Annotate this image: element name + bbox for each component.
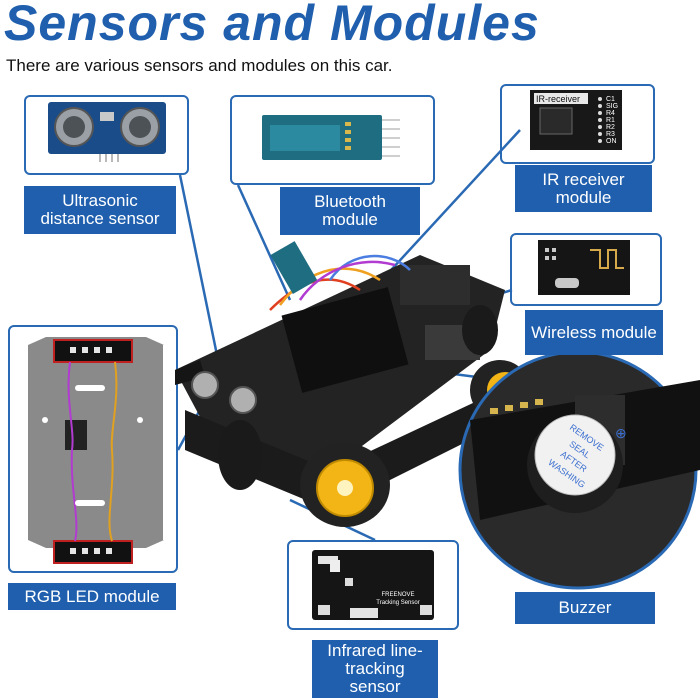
infrared-label: Infrared line-tracking sensor	[312, 640, 438, 698]
buzzer-label: Buzzer	[515, 592, 655, 624]
buzzer-zoom-image: REMOVE SEAL AFTER WASHING ⊕	[458, 350, 700, 590]
ir-pin-r1: R1	[606, 117, 615, 124]
rgb-led-label: RGB LED module	[8, 583, 176, 610]
page-subtitle: There are various sensors and modules on…	[6, 56, 393, 75]
ir-pin-r2: R2	[606, 124, 615, 131]
ultrasonic-sensor-image	[48, 102, 166, 162]
rgb-led-chassis-image	[28, 337, 164, 564]
ir-pin-r3: R3	[606, 131, 615, 138]
wireless-image	[538, 240, 630, 295]
tracking-sensor-image: FREENOVE Tracking Sensor	[312, 550, 434, 620]
bluetooth-image	[262, 115, 400, 160]
tracking-name-label: Tracking Sensor	[376, 600, 419, 606]
tracking-brand-label: FREENOVE	[381, 592, 414, 598]
wireless-label: Wireless module	[525, 310, 663, 355]
ir-receiver-label: IR receiver module	[515, 165, 652, 212]
ir-pin-c1: C1	[606, 96, 615, 103]
buzzer-plus-icon: ⊕	[615, 425, 627, 441]
car-image	[175, 241, 530, 527]
ultrasonic-label: Ultrasonic distance sensor	[24, 186, 176, 234]
bluetooth-label: Bluetooth module	[280, 187, 420, 235]
ir-pin-sig: SIG	[606, 103, 618, 110]
ir-board-title: IR-receiver	[536, 94, 580, 104]
ir-receiver-image: IR-receiver C1 SIG R4 R1 R2 R3 ON	[530, 90, 622, 150]
page-title: Sensors and Modules	[4, 0, 540, 51]
ir-pin-r4: R4	[606, 110, 615, 117]
ir-pin-on: ON	[606, 138, 617, 145]
bluetooth-frame	[230, 95, 435, 185]
